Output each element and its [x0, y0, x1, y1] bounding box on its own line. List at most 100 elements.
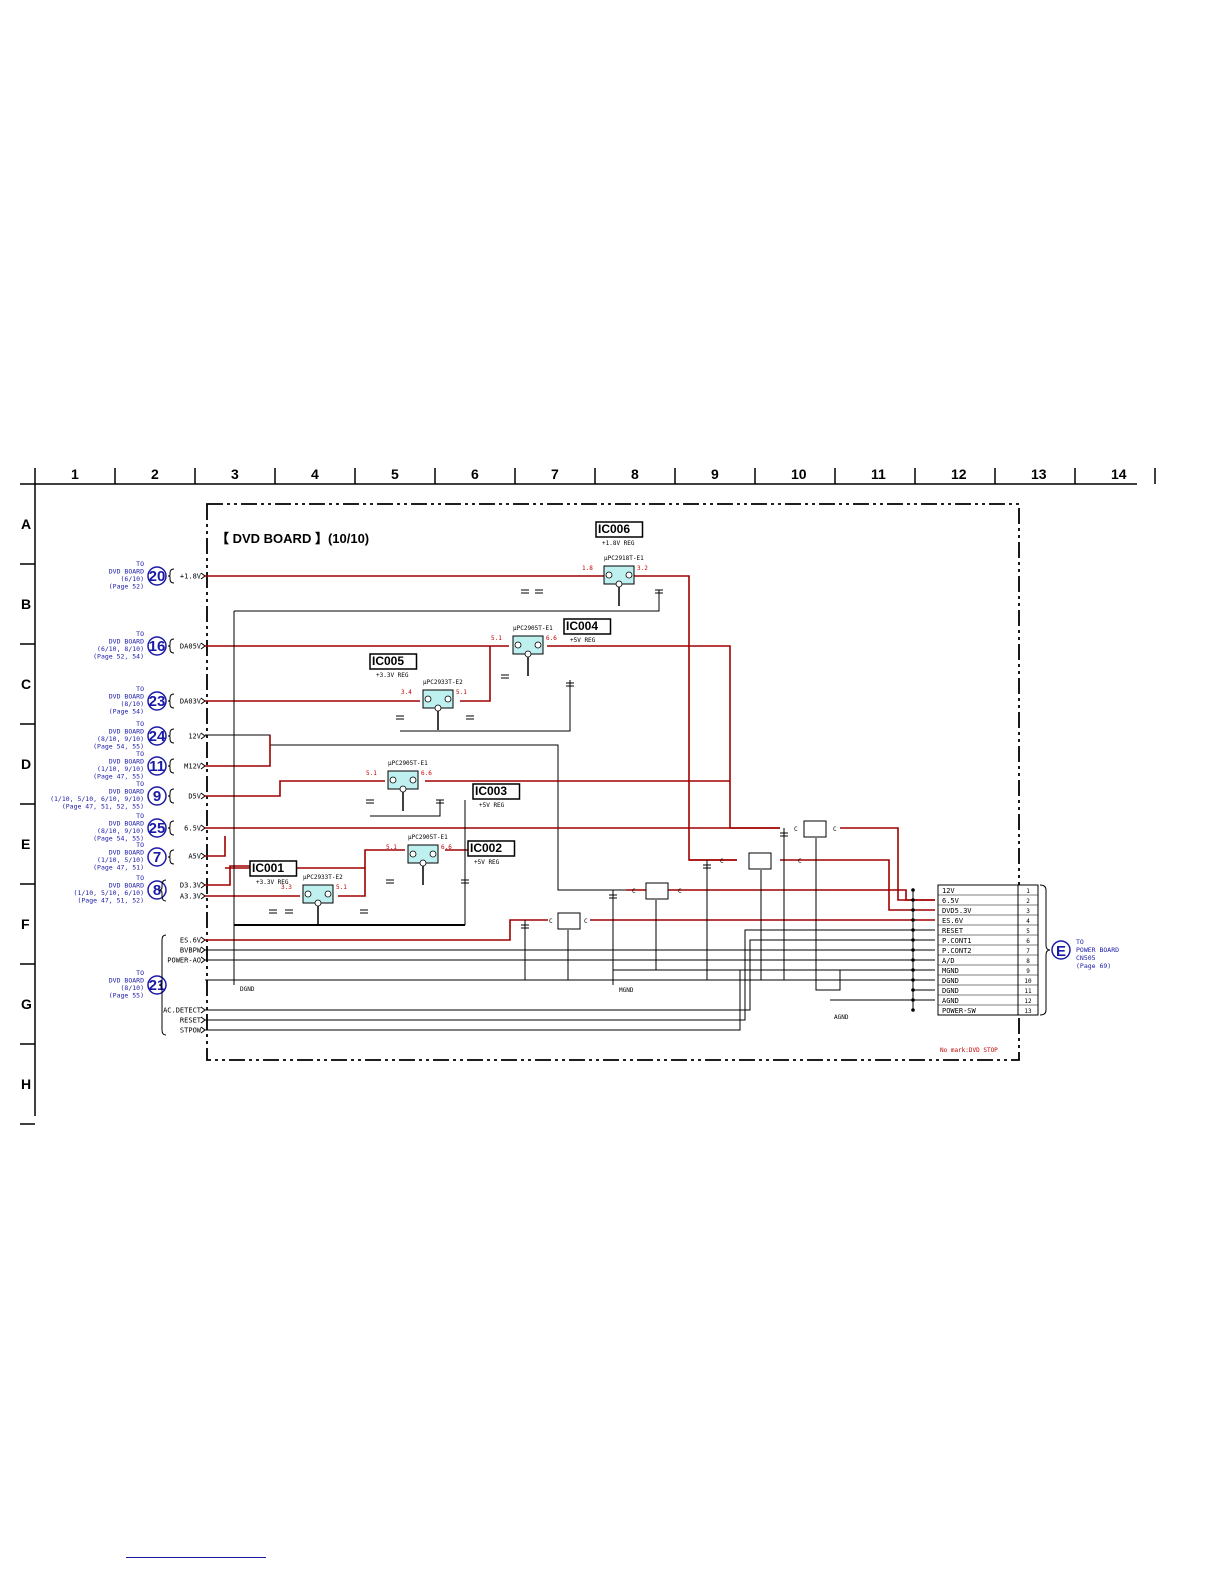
ic-ref: IC002	[470, 841, 502, 855]
ic-ref: IC005	[372, 654, 404, 668]
connector-e-line2: POWER BOARD	[1076, 946, 1119, 954]
pin-name: 12V	[942, 887, 955, 895]
connector-ref-text: TO	[136, 560, 144, 568]
connector-ref-text: TO	[136, 841, 144, 849]
connector-ref-text: (8/10, 9/10)	[97, 827, 144, 835]
ic-label-box	[467, 840, 516, 857]
connector-ref-text: (Page 54, 55)	[93, 743, 144, 751]
signal-arrow	[200, 852, 206, 860]
connector-ref-text: TO	[136, 720, 144, 728]
signal-arrow	[200, 956, 206, 964]
connector-circle	[147, 726, 167, 746]
column-number: 8	[631, 466, 639, 482]
connector-brace	[167, 568, 175, 584]
pin-name: P.CONT1	[942, 937, 972, 945]
ic-output-voltage: 5.1	[336, 884, 347, 891]
svg-text:C: C	[549, 918, 553, 925]
connector-ref-text: DVD BOARD	[109, 638, 144, 646]
ic-ref: IC006	[598, 522, 630, 536]
signal-arrow	[200, 1006, 206, 1014]
ic-label-box	[595, 521, 644, 538]
connector-ref-text: DVD BOARD	[109, 820, 144, 828]
ic-pin	[314, 899, 322, 907]
signal-arrow	[200, 642, 206, 650]
ic-input-voltage: 5.1	[491, 635, 502, 642]
filters	[557, 820, 827, 930]
column-number: 3	[231, 466, 239, 482]
ic-pin	[324, 890, 332, 898]
signal-arrow	[200, 732, 206, 740]
signal-arrow	[200, 792, 206, 800]
signal-label: RESET	[180, 1017, 202, 1025]
signal-label: STPOW	[180, 1027, 202, 1035]
column-number: 14	[1111, 466, 1127, 482]
connector-ref-text: DVD BOARD	[109, 758, 144, 766]
ic-output-voltage: 6.6	[441, 844, 452, 851]
connector-brace	[167, 728, 175, 744]
connector-ref-text: DVD BOARD	[109, 849, 144, 857]
connector-ref-text: (1/10, 9/10)	[97, 765, 144, 773]
junction-dot	[911, 1008, 915, 1012]
connector-ref-text: TO	[136, 750, 144, 758]
signal-arrow	[200, 946, 206, 954]
ground-label-agnd: AGND	[834, 1014, 849, 1021]
ic-pin	[419, 859, 427, 867]
pin-number: 7	[1026, 948, 1030, 955]
ic-pin	[409, 850, 417, 858]
connector-number: 23	[149, 693, 166, 710]
ic-ref: IC001	[252, 861, 284, 875]
pin-name: RESET	[942, 927, 964, 935]
column-number: 10	[791, 466, 807, 482]
ic-description: +1.8V REG	[602, 540, 635, 547]
junction-dot	[911, 928, 915, 932]
connector-ref-text: (1/10, 5/10)	[97, 856, 144, 864]
ic-input-voltage: 5.1	[366, 770, 377, 777]
connector-ref-text: (Page 55)	[109, 992, 144, 1000]
ic-output-voltage: 3.2	[637, 565, 648, 572]
connector-ref-text: DVD BOARD	[109, 977, 144, 985]
board-title: 【 DVD BOARD 】(10/10)	[216, 531, 369, 546]
column-number: 12	[951, 466, 967, 482]
pin-9: MGND 9	[911, 964, 1038, 975]
column-number: 13	[1031, 466, 1047, 482]
connector-e-line3: CN505	[1076, 954, 1096, 962]
svg-text:C: C	[720, 858, 724, 865]
ground-label-mgnd: MGND	[619, 987, 634, 994]
connector-ref-text: TO	[136, 685, 144, 693]
connector-circle	[147, 756, 167, 776]
junction-dot	[911, 948, 915, 952]
connector-ref-text: DVD BOARD	[109, 728, 144, 736]
connector-brace	[167, 788, 175, 804]
pin-name: A/D	[942, 957, 955, 965]
connector-ref-text: DVD BOARD	[109, 788, 144, 796]
ic-part-number: μPC2905T-E1	[388, 760, 428, 767]
column-number: 9	[711, 466, 719, 482]
signal-label: A3.3V	[180, 893, 202, 901]
connector-number: 25	[149, 820, 166, 837]
column-number: 11	[871, 466, 886, 482]
row-letter: A	[21, 516, 31, 532]
wiring	[205, 575, 935, 1031]
svg-text:C: C	[632, 888, 636, 895]
pin-number: 9	[1026, 968, 1030, 975]
connector-ref-text: TO	[136, 969, 144, 977]
connector-ref-text: DVD BOARD	[109, 882, 144, 890]
connector-ref-text: DVD BOARD	[109, 568, 144, 576]
ic-description: +5V REG	[474, 859, 500, 866]
connector-ref-text: (8/10)	[121, 700, 144, 708]
pin-name: MGND	[942, 967, 959, 975]
ic-part-number: μPC2933T-E2	[423, 679, 463, 686]
connector-brace	[158, 879, 167, 902]
ic-ref: IC004	[566, 619, 598, 633]
